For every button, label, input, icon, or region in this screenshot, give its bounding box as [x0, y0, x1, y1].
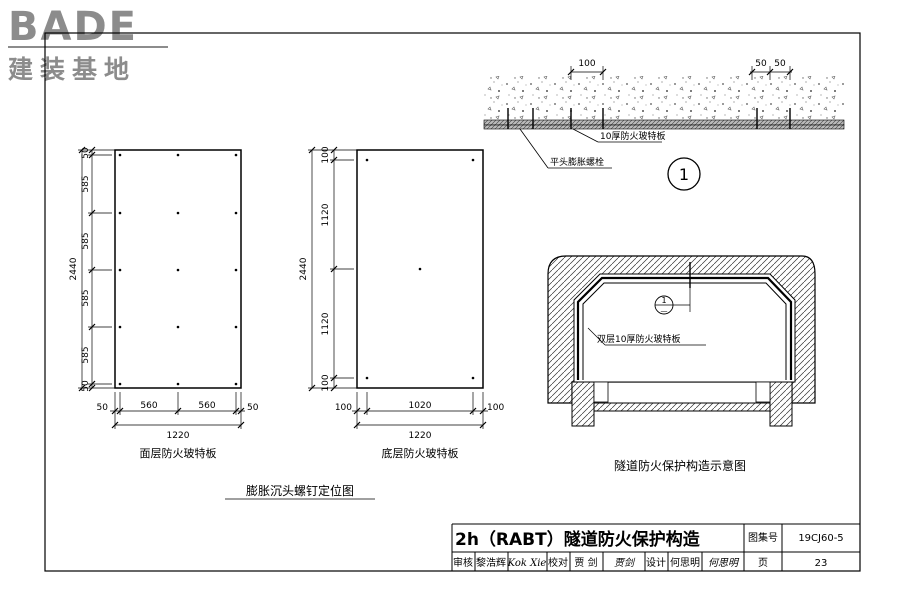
base-dim-h-0: 100	[321, 146, 331, 163]
panel-face-screws	[118, 153, 238, 386]
base-dim-h-2: 1120	[321, 312, 331, 335]
base-dim-w-0: 100	[335, 403, 352, 413]
title-block-page-no: 23	[815, 558, 828, 569]
title-block-review-sig: Kok Xie	[507, 558, 547, 569]
base-dim-h-1: 1120	[321, 203, 331, 226]
tunnel-ref-bottom: —	[661, 307, 668, 315]
detail-bolts	[507, 108, 791, 129]
face-dim-height-total: 2440	[69, 257, 79, 280]
face-dim-w-0: 50	[97, 403, 109, 413]
logo: BADE 建装基地	[8, 4, 168, 84]
title-block-design-name: 何思明	[670, 556, 700, 569]
face-dim-width-total: 1220	[167, 431, 190, 441]
detail-board-layer-2	[483, 124, 845, 130]
title-block-page-label: 页	[758, 557, 768, 569]
detail-dim-left: 50	[755, 59, 767, 69]
face-caption: 面层防火玻特板	[140, 446, 217, 460]
panel-face: 2440 50 585 585 585 585 50 50 560 560 50…	[69, 146, 259, 460]
title-block-title: 2h（RABT）隧道防火保护构造	[455, 529, 701, 550]
logo-rule	[8, 46, 168, 48]
face-dim-h-4: 585	[81, 346, 91, 363]
detail-label-board: 10厚防火玻特板	[600, 130, 665, 142]
title-block-design-sig: 何思明	[708, 557, 740, 569]
tunnel-section: 1 — 双层10厚防火玻特板 隧道防火保护构造示意图	[547, 255, 816, 473]
detail-label-bolt: 平头膨胀螺栓	[550, 156, 604, 168]
face-dim-w-2: 560	[198, 401, 215, 411]
face-dim-h-1: 585	[81, 175, 91, 192]
detail-1: 100 50 50 10厚防火玻特板 平头膨胀螺栓 1	[483, 59, 845, 191]
title-block-check-sig: 贾剑	[614, 557, 636, 569]
face-dim-w-1: 560	[140, 401, 157, 411]
title-block-atlas-label: 图集号	[748, 531, 778, 544]
tunnel-caption: 隧道防火保护构造示意图	[614, 458, 746, 473]
panel-face-outline	[114, 149, 242, 389]
tunnel-board-outer	[576, 276, 793, 380]
face-dim-h-2: 585	[81, 232, 91, 249]
detail-marker-number: 1	[679, 165, 689, 184]
tunnel-label-layers: 双层10厚防火玻特板	[597, 333, 680, 345]
face-dim-w-3: 50	[247, 403, 259, 413]
title-block-check-name: 贾 剑	[574, 556, 597, 569]
base-dim-height-total: 2440	[299, 257, 309, 280]
base-dim-h-3: 100	[321, 374, 331, 391]
face-dim-h-0: 50	[81, 147, 91, 159]
tunnel-right-trench	[769, 381, 793, 427]
detail-dim-right: 50	[774, 59, 786, 69]
panel-base-outline	[356, 149, 484, 389]
base-dim-w-2: 100	[487, 403, 504, 413]
title-block-check-label: 校对	[548, 556, 568, 569]
title-block-review-label: 审核	[453, 556, 473, 569]
face-dim-h-5: 50	[81, 380, 91, 392]
title-block-review-name: 黎浩辉	[476, 556, 506, 569]
tunnel-void	[573, 273, 796, 383]
tunnel-ref-top: 1	[661, 296, 666, 305]
base-dim-w-1: 1020	[409, 401, 432, 411]
tunnel-left-trench	[571, 381, 595, 427]
title-block-design-label: 设计	[646, 556, 666, 569]
title-block: 2h（RABT）隧道防火保护构造 图集号 19CJ60-5 审核 黎浩辉 Kok…	[451, 523, 860, 571]
detail-marker-circle	[667, 157, 701, 191]
base-caption: 底层防火玻特板	[382, 446, 459, 460]
face-dim-h-3: 585	[81, 289, 91, 306]
logo-name: 建装基地	[8, 55, 136, 84]
panel-base: 2440 100 1120 1120 100 100 1020 100 1220…	[299, 146, 504, 460]
layout-caption: 膨胀沉头螺钉定位图	[246, 483, 354, 498]
tunnel-board-inner	[582, 282, 787, 380]
base-dim-width-total: 1220	[409, 431, 432, 441]
panel-base-screws	[365, 158, 475, 380]
detail-concrete	[484, 76, 844, 120]
title-block-atlas-no: 19CJ60-5	[798, 533, 843, 544]
detail-dim-spacing: 100	[578, 59, 595, 69]
tunnel-base-slab	[571, 402, 793, 412]
logo-brand: BADE	[8, 4, 138, 50]
